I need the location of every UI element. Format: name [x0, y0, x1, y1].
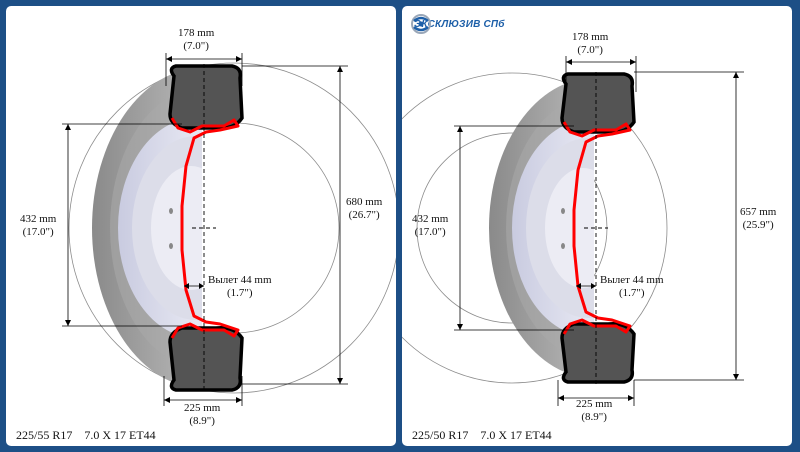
- rim-width-label: 178 mm(7.0"): [572, 31, 609, 56]
- wheel-diagram-left: [62, 53, 396, 406]
- tire-section-top: [168, 64, 244, 131]
- tire-width-label: 225 mm(8.9"): [184, 402, 221, 427]
- tire-width-label: 225 mm(8.9"): [576, 398, 613, 423]
- rim-profile: [170, 117, 240, 339]
- rim-profile: [562, 121, 632, 335]
- tire-size-caption: 225/50 R17 7.0 X 17 ET44: [412, 428, 552, 442]
- tire-section-top: [560, 72, 636, 135]
- wheel-diagram-right: [402, 56, 744, 406]
- rim-diameter-label: 432 mm(17.0"): [412, 213, 449, 238]
- brand-logo: ЭКСКЛЮЗИВ СПб: [410, 13, 505, 35]
- overall-circle: [68, 62, 396, 394]
- tire-panel-left: 178 mm(7.0") 432 mm(17.0") 680 mm(26.7")…: [6, 6, 396, 446]
- rim-width-label: 178 mm(7.0"): [178, 27, 215, 52]
- offset-label: Вылет 44 mm(1.7"): [600, 274, 664, 299]
- tire-panel-right: ЭКСКЛЮЗИВ СПб 178 mm(7.0") 432 mm(17.0")…: [402, 6, 792, 446]
- tire-size-caption: 225/55 R17 7.0 X 17 ET44: [16, 428, 156, 442]
- rim-diameter-label: 432 mm(17.0"): [20, 213, 57, 238]
- offset-label: Вылет 44 mm(1.7"): [208, 274, 272, 299]
- tire-section-bottom: [560, 321, 636, 384]
- brand-name: ЭКСКЛЮЗИВ СПб: [414, 18, 505, 30]
- overall-diameter-label: 657 mm(25.9"): [740, 206, 777, 231]
- overall-diameter-label: 680 mm(26.7"): [346, 196, 383, 221]
- tire-section-bottom: [168, 325, 244, 392]
- swirl-logo-icon: [411, 14, 431, 34]
